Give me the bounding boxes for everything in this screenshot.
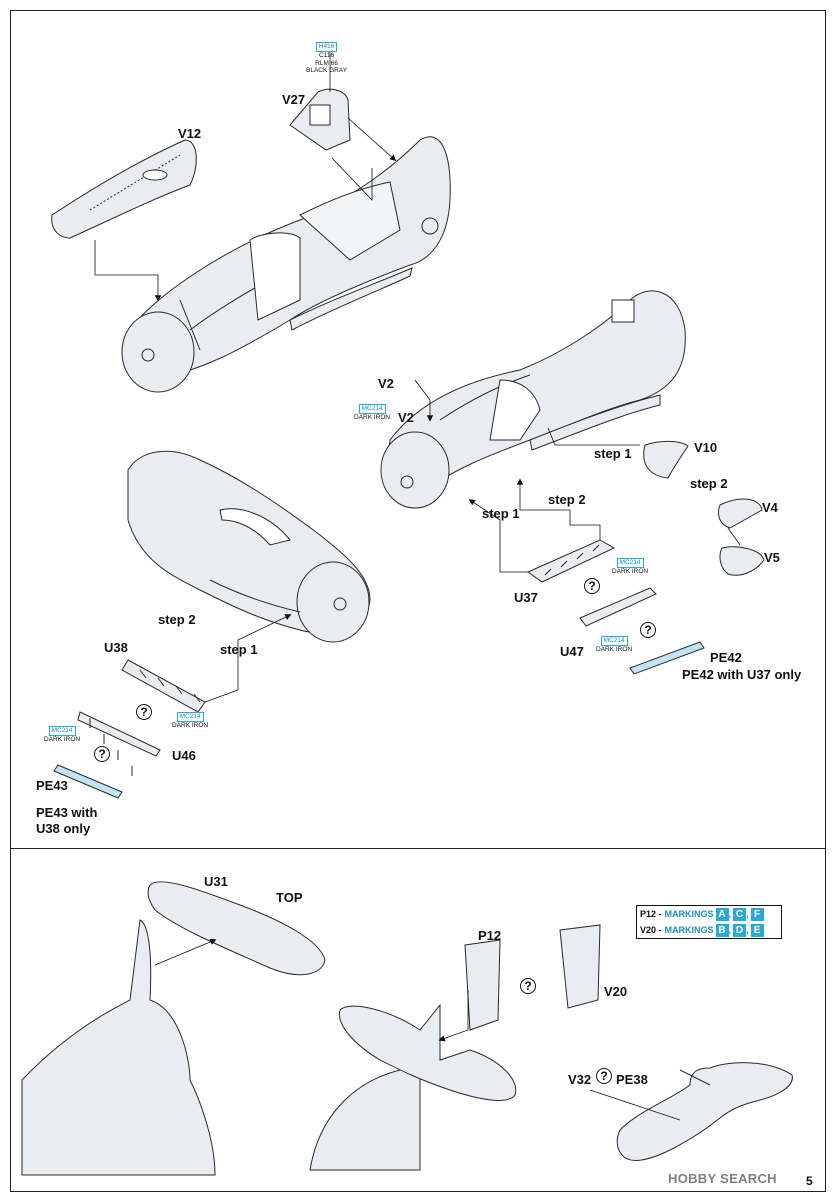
paint-line: C116 — [319, 52, 335, 59]
paint-callout-v2: MC214 DARK IRON — [354, 404, 390, 422]
hobby-search-watermark: HOBBY SEARCH — [668, 1171, 777, 1186]
label-u38: U38 — [104, 640, 128, 655]
markings-row-v20: V20 - MARKINGS B, D, E — [637, 922, 781, 938]
label-pe38: PE38 — [616, 1072, 648, 1087]
label-v10: V10 — [694, 440, 718, 455]
paint-code: MC214 — [48, 726, 76, 736]
markings-row-p12: P12 - MARKINGS A, C, F — [637, 906, 781, 922]
pe43-strip-drawing — [53, 764, 123, 799]
paint-callout-v27: H416 C116 RLM 66 BLACK GRAY — [306, 42, 347, 75]
option-question-icon: ? — [136, 704, 152, 720]
tail-left-drawing — [21, 881, 326, 1176]
paint-line: DARK IRON — [612, 568, 649, 575]
cover-u47-drawing — [579, 587, 657, 627]
step-2-right-exhaust: step 2 — [548, 492, 586, 507]
label-u37: U37 — [514, 590, 538, 605]
label-v5: V5 — [764, 550, 780, 565]
label-u47: U47 — [560, 644, 584, 659]
label-u31: U31 — [204, 874, 228, 889]
label-v4: V4 — [762, 500, 778, 515]
paint-line: DARK IRON — [354, 414, 391, 421]
label-top: TOP — [276, 890, 303, 905]
note-pe42: PE42 with U37 only — [682, 667, 802, 682]
section-divider — [10, 848, 826, 849]
cover-u46-drawing — [77, 711, 161, 776]
label-v20: V20 — [604, 984, 628, 999]
exhaust-u37-drawing — [526, 539, 616, 583]
paint-line: DARK IRON — [44, 736, 81, 743]
paint-code: MC214 — [600, 636, 628, 646]
label-v2-upper: V2 — [378, 376, 394, 391]
paint-line: DARK IRON — [172, 722, 209, 729]
fuselage-nose-top-drawing — [51, 88, 451, 393]
paint-callout-u46: MC214 DARK IRON — [44, 726, 80, 744]
markings-legend: P12 - MARKINGS A, C, F V20 - MARKINGS B,… — [636, 905, 782, 939]
label-p12: P12 — [478, 928, 502, 943]
option-question-icon: ? — [640, 622, 656, 638]
paint-line: DARK IRON — [596, 646, 633, 653]
note-pe43-line1: PE43 with — [36, 805, 98, 820]
pe42-strip-drawing — [629, 641, 705, 675]
page-number: 5 — [806, 1174, 813, 1188]
option-question-icon: ? — [520, 978, 536, 994]
label-pe43: PE43 — [36, 778, 68, 793]
paint-line: BLACK GRAY — [306, 67, 348, 74]
paint-code: MC214 — [616, 558, 644, 568]
step-1-right: step 1 — [594, 446, 632, 461]
paint-code: MC214 — [358, 404, 386, 414]
label-pe42: PE42 — [710, 650, 742, 665]
label-v27: V27 — [282, 92, 306, 107]
label-v32: V32 — [568, 1072, 592, 1087]
fuselage-nose-right-drawing — [380, 290, 765, 576]
option-question-icon: ? — [584, 578, 600, 594]
paint-callout-u37: MC214 DARK IRON — [612, 558, 648, 576]
tail-right-drawing — [616, 1062, 793, 1161]
fuselage-nose-left-drawing — [127, 450, 371, 643]
paint-code: MC214 — [176, 712, 204, 722]
label-v2-lower: V2 — [398, 410, 414, 425]
paint-line: RLM 66 — [315, 59, 338, 67]
paint-callout-u47: MC214 DARK IRON — [596, 636, 632, 654]
note-pe43-line2: U38 only — [36, 821, 91, 836]
option-question-icon: ? — [596, 1068, 612, 1084]
exhaust-u38-drawing — [121, 659, 206, 713]
label-v12: V12 — [178, 126, 202, 141]
option-question-icon: ? — [94, 746, 110, 762]
step-1-right-exhaust: step 1 — [482, 506, 520, 521]
page-border — [10, 10, 826, 1192]
label-u46: U46 — [172, 748, 196, 763]
tail-center-drawing — [309, 924, 601, 1171]
step-2-right: step 2 — [690, 476, 728, 491]
step-2-left: step 2 — [158, 612, 196, 627]
step-1-left: step 1 — [220, 642, 258, 657]
paint-callout-u38: MC214 DARK IRON — [172, 712, 208, 730]
paint-code: H416 — [315, 42, 338, 52]
